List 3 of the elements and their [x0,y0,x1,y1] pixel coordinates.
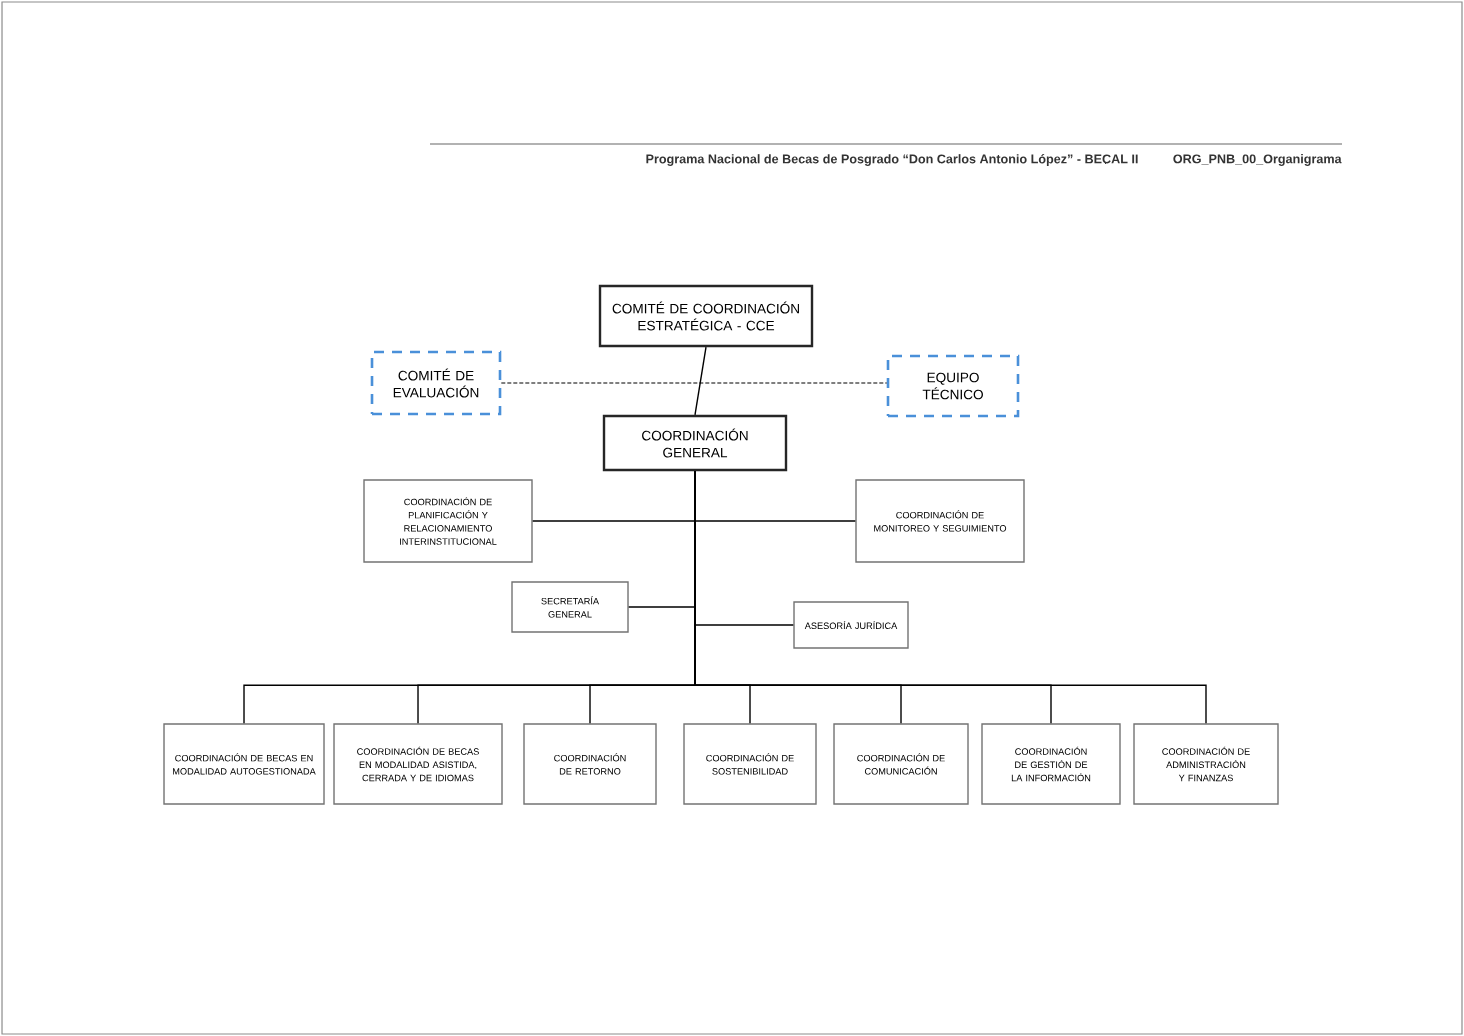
connector-line [694,470,1207,724]
connector-line [694,346,707,416]
connector-line [500,382,888,384]
